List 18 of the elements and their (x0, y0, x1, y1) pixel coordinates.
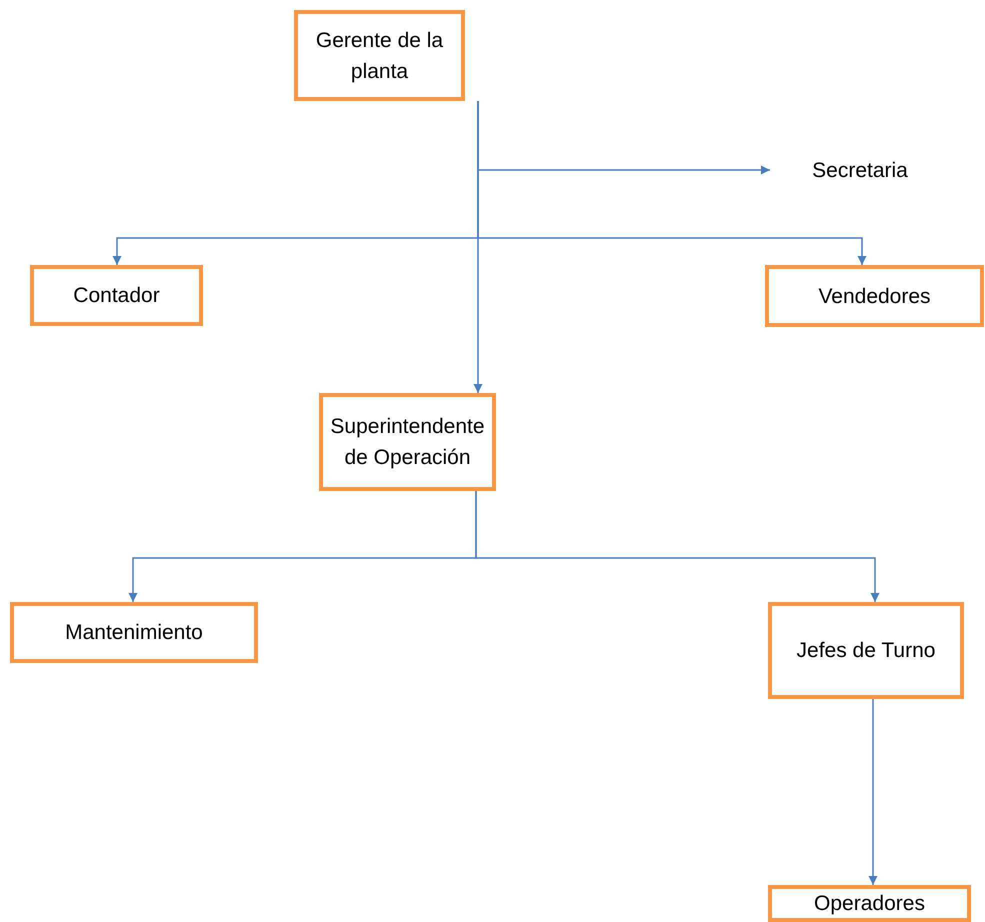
arrow (474, 101, 482, 393)
position-box (765, 265, 984, 327)
position-title: Contador (72, 283, 161, 309)
position-title: Mantenimiento (64, 620, 204, 646)
position-title: Vendedores (817, 284, 932, 310)
position-title: Superintendente de Operación (329, 414, 486, 471)
position-title: Operadores (813, 891, 926, 917)
position-box (768, 602, 964, 699)
position-box (319, 393, 496, 491)
position-box (30, 265, 203, 326)
arrow (475, 491, 880, 602)
position-box (294, 10, 465, 101)
arrow (868, 699, 878, 885)
position-label: Secretaria (811, 158, 909, 184)
position-title: Gerente de la planta (314, 28, 444, 84)
position-box (10, 602, 258, 663)
position-box (768, 885, 971, 922)
position-title: Jefes de Turno (796, 638, 936, 664)
